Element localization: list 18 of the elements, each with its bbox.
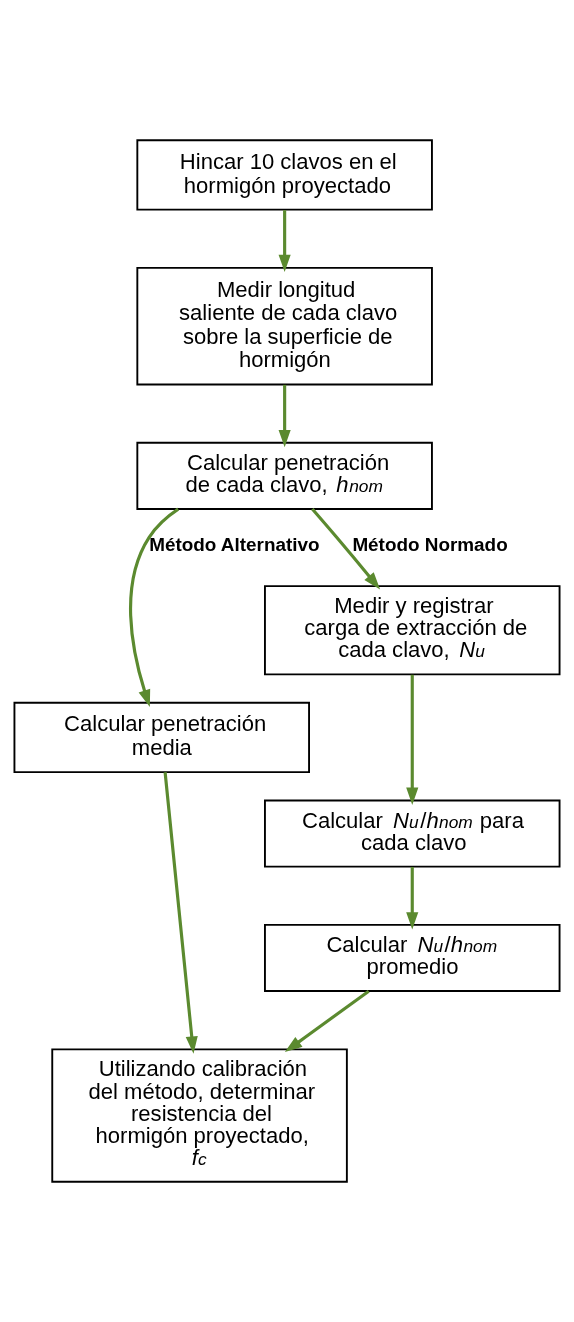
arrow: [406, 674, 419, 805]
arrow: [129, 507, 180, 708]
node-box: Medir y registrar carga de extracción de cada clavo, Nu: [264, 585, 561, 676]
node-box: Hincar 10 clavos en el hormigón proyectado: [136, 139, 433, 211]
node-box: Calcular Nu/hnom promedio: [264, 923, 561, 992]
node-box: Calcular Nu/hnom para cada clavo: [264, 799, 561, 868]
arrow: [278, 210, 291, 273]
arrow: [406, 866, 419, 930]
arrow: [311, 508, 381, 590]
edge-label: Método Alternativo: [149, 533, 320, 555]
edge-label: Método Normado: [352, 533, 508, 555]
arrow: [278, 384, 291, 448]
arrow: [163, 772, 198, 1054]
node-box: Calcular penetración de cada clavo, hnom: [136, 441, 433, 510]
node-box: Utilizando calibración del método, determinar resistencia del hormigón proyectado, fc: [51, 1048, 348, 1183]
node-box: Calcular penetración media: [13, 701, 310, 773]
node-box: Medir longitud saliente de cada clavo sobre la superficie de hormigón: [136, 266, 433, 386]
arrow: [284, 989, 370, 1053]
